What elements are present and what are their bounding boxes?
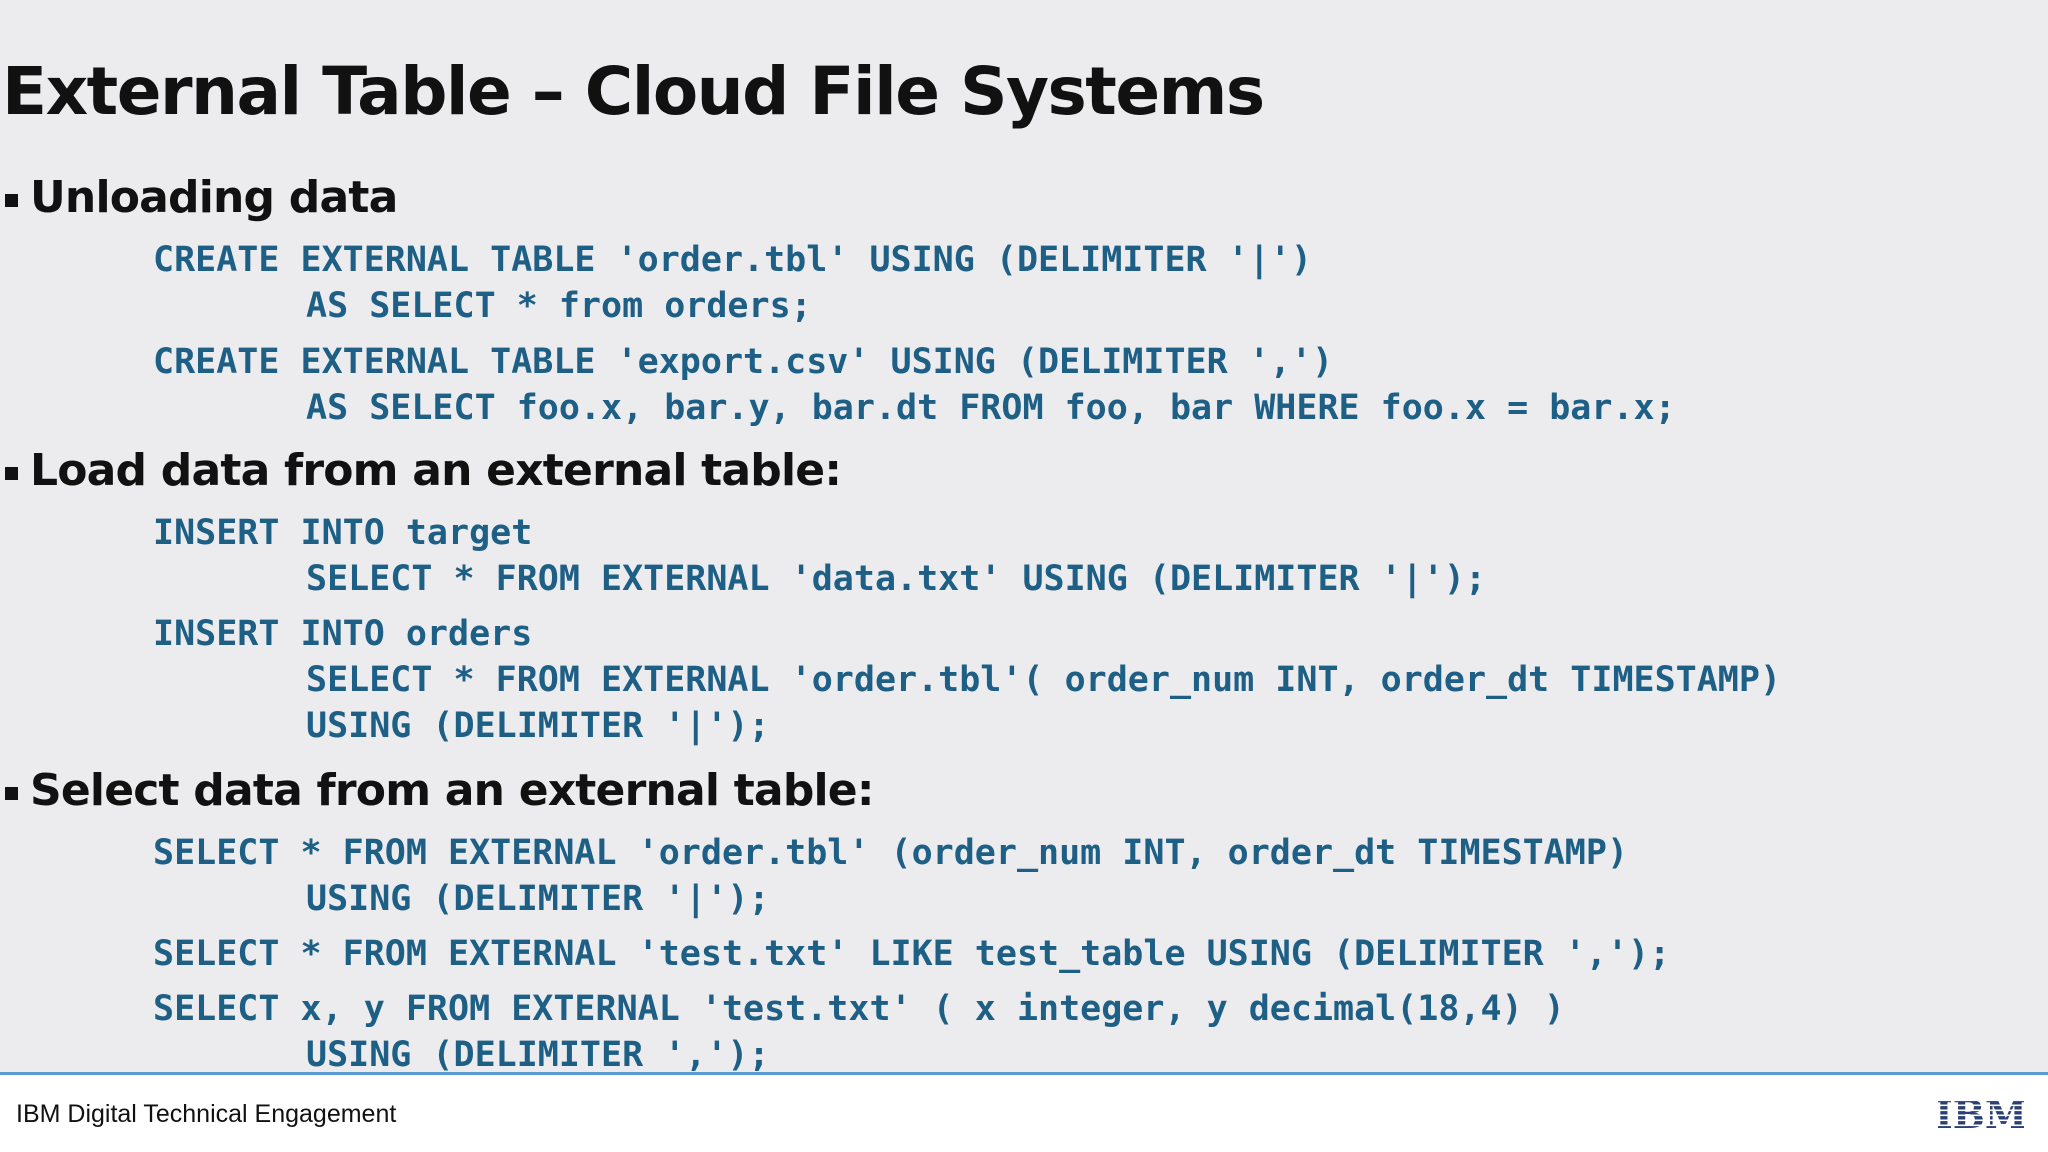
bullet-load-data: Load data from an external table: [5,443,842,499]
bullet-square-icon [5,466,18,480]
slide-title: External Table – Cloud File Systems [2,53,1265,130]
code-line: CREATE EXTERNAL TABLE 'order.tbl' USING … [153,240,1312,280]
code-line: USING (DELIMITER ','); [306,1035,770,1075]
section-heading: Select data from an external table: [30,765,874,816]
footer-divider [0,1072,2048,1075]
code-line: USING (DELIMITER '|'); [306,879,770,919]
code-line: USING (DELIMITER '|'); [306,706,770,746]
ibm-logo-icon: IBM [1938,1096,2024,1132]
code-line: SELECT * FROM EXTERNAL 'order.tbl'( orde… [306,660,1782,700]
code-line: SELECT * FROM EXTERNAL 'data.txt' USING … [306,559,1487,599]
section-heading: Load data from an external table: [30,445,842,496]
code-line: SELECT x, y FROM EXTERNAL 'test.txt' ( x… [153,989,1565,1029]
code-line: INSERT INTO orders [153,614,533,654]
section-heading: Unloading data [30,172,398,223]
code-line: AS SELECT foo.x, bar.y, bar.dt FROM foo,… [306,388,1676,428]
footer-bar [0,1075,2048,1152]
code-line: SELECT * FROM EXTERNAL 'order.tbl' (orde… [153,833,1629,873]
code-line: AS SELECT * from orders; [306,286,812,326]
bullet-square-icon [5,786,18,800]
code-line: INSERT INTO target [153,513,533,553]
bullet-unloading-data: Unloading data [5,170,398,226]
footer-text: IBM Digital Technical Engagement [16,1100,397,1128]
bullet-square-icon [5,193,18,207]
code-line: SELECT * FROM EXTERNAL 'test.txt' LIKE t… [153,934,1671,974]
ibm-logo-text: IBM [1938,1096,2024,1132]
bullet-select-data: Select data from an external table: [5,763,874,819]
code-line: CREATE EXTERNAL TABLE 'export.csv' USING… [153,342,1334,382]
